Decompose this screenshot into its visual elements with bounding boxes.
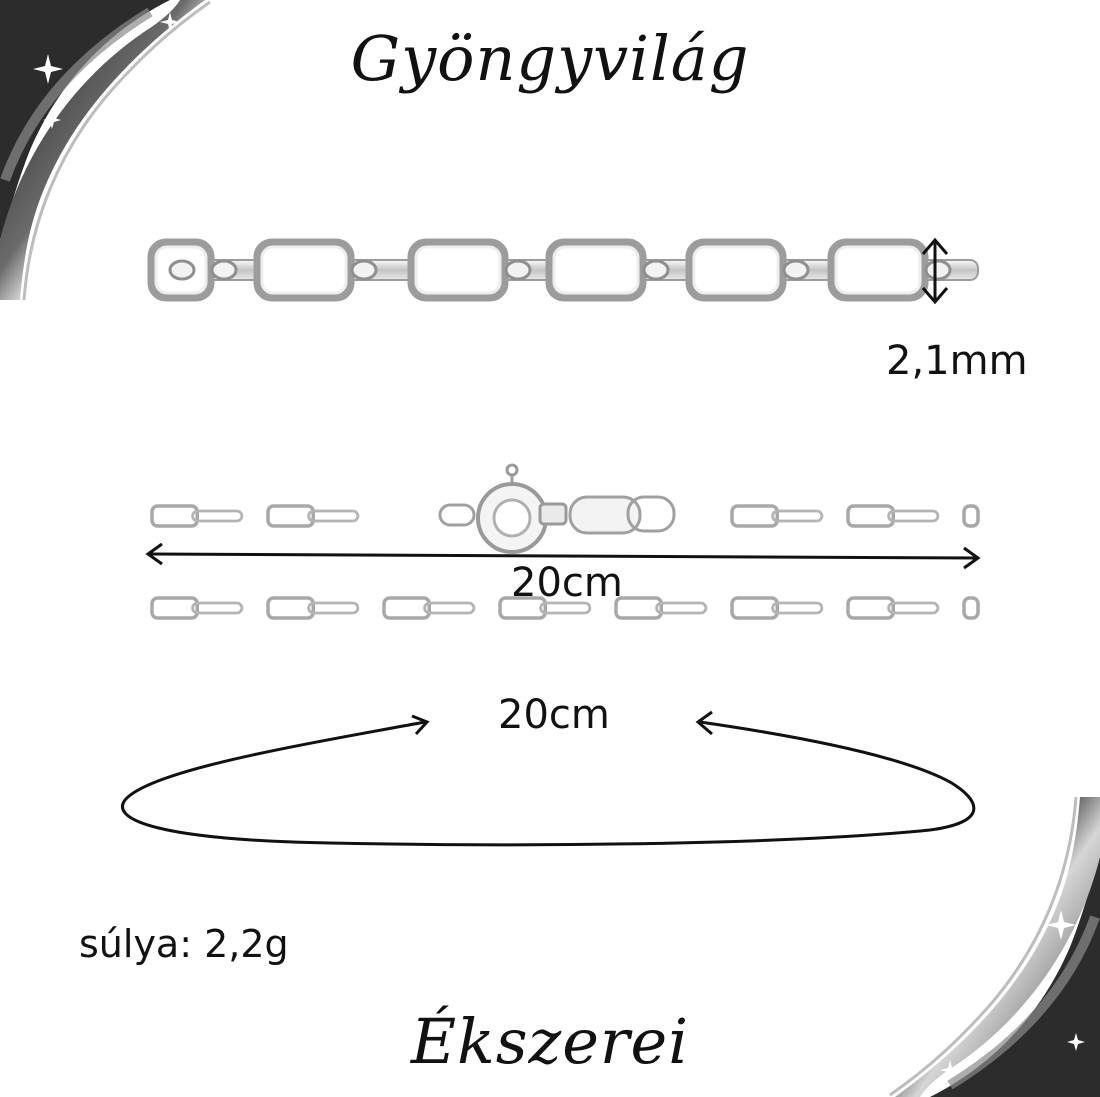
chain-link xyxy=(730,596,779,620)
spring-ring-clasp-icon xyxy=(438,463,676,554)
double-arrow-icon xyxy=(145,542,981,570)
chain-link-highlight xyxy=(552,245,640,295)
silver-corner-frame-icon xyxy=(889,796,1100,1097)
chain-link xyxy=(685,238,787,302)
chain-link xyxy=(655,601,708,615)
chain-with-clasp xyxy=(150,504,980,528)
chain-full-length xyxy=(150,596,980,620)
chain-link xyxy=(407,238,509,302)
chain-link xyxy=(253,238,355,302)
thickness-label: 2,1mm xyxy=(886,338,1028,384)
chain-link xyxy=(846,596,895,620)
chain-link-highlight xyxy=(154,245,208,295)
chain-link xyxy=(266,504,315,528)
brand-subtitle: Ékszerei xyxy=(410,1005,690,1078)
chain-link xyxy=(846,504,895,528)
length-label: 20cm xyxy=(511,560,623,606)
chain-link xyxy=(191,509,244,523)
chain-link xyxy=(545,238,647,302)
chain-link xyxy=(887,509,940,523)
chain-link xyxy=(887,601,940,615)
chain-link xyxy=(423,601,476,615)
chain-link xyxy=(614,596,663,620)
chain-link xyxy=(150,504,199,528)
brand-title: Gyöngyvilág xyxy=(350,22,750,95)
chain-link-highlight xyxy=(834,245,922,295)
chain-link-highlight xyxy=(692,245,780,295)
chain-link xyxy=(191,601,244,615)
chain-link xyxy=(307,509,360,523)
chain-link xyxy=(827,238,929,302)
chain-link xyxy=(771,601,824,615)
chain-link-joint xyxy=(782,259,810,281)
chain-link xyxy=(307,601,360,615)
chain-link xyxy=(150,596,199,620)
chain-link xyxy=(539,601,592,615)
silver-corner-frame-icon xyxy=(0,0,211,301)
double-arrow-icon xyxy=(921,237,949,305)
chain-link-joint xyxy=(350,259,378,281)
chain-link-joint xyxy=(168,259,196,281)
chain-link-highlight xyxy=(414,245,502,295)
bracelet-loop-outline xyxy=(121,710,976,847)
chain-link-joint xyxy=(210,259,238,281)
chain-link xyxy=(730,504,779,528)
weight-label: súlya: 2,2g xyxy=(79,922,289,966)
chain-link-highlight xyxy=(260,245,348,295)
chain-link xyxy=(771,509,824,523)
chain-closeup xyxy=(147,238,979,302)
chain-link xyxy=(962,596,980,620)
chain-link xyxy=(266,596,315,620)
chain-link xyxy=(382,596,431,620)
sparkle-icon xyxy=(940,910,1085,1080)
sparkle-icon xyxy=(33,12,180,129)
chain-link-joint xyxy=(642,259,670,281)
chain-link xyxy=(962,504,980,528)
loop-length-label: 20cm xyxy=(498,692,610,738)
chain-link xyxy=(498,596,547,620)
chain-link-joint xyxy=(504,259,532,281)
chain-link-joint xyxy=(924,259,952,281)
